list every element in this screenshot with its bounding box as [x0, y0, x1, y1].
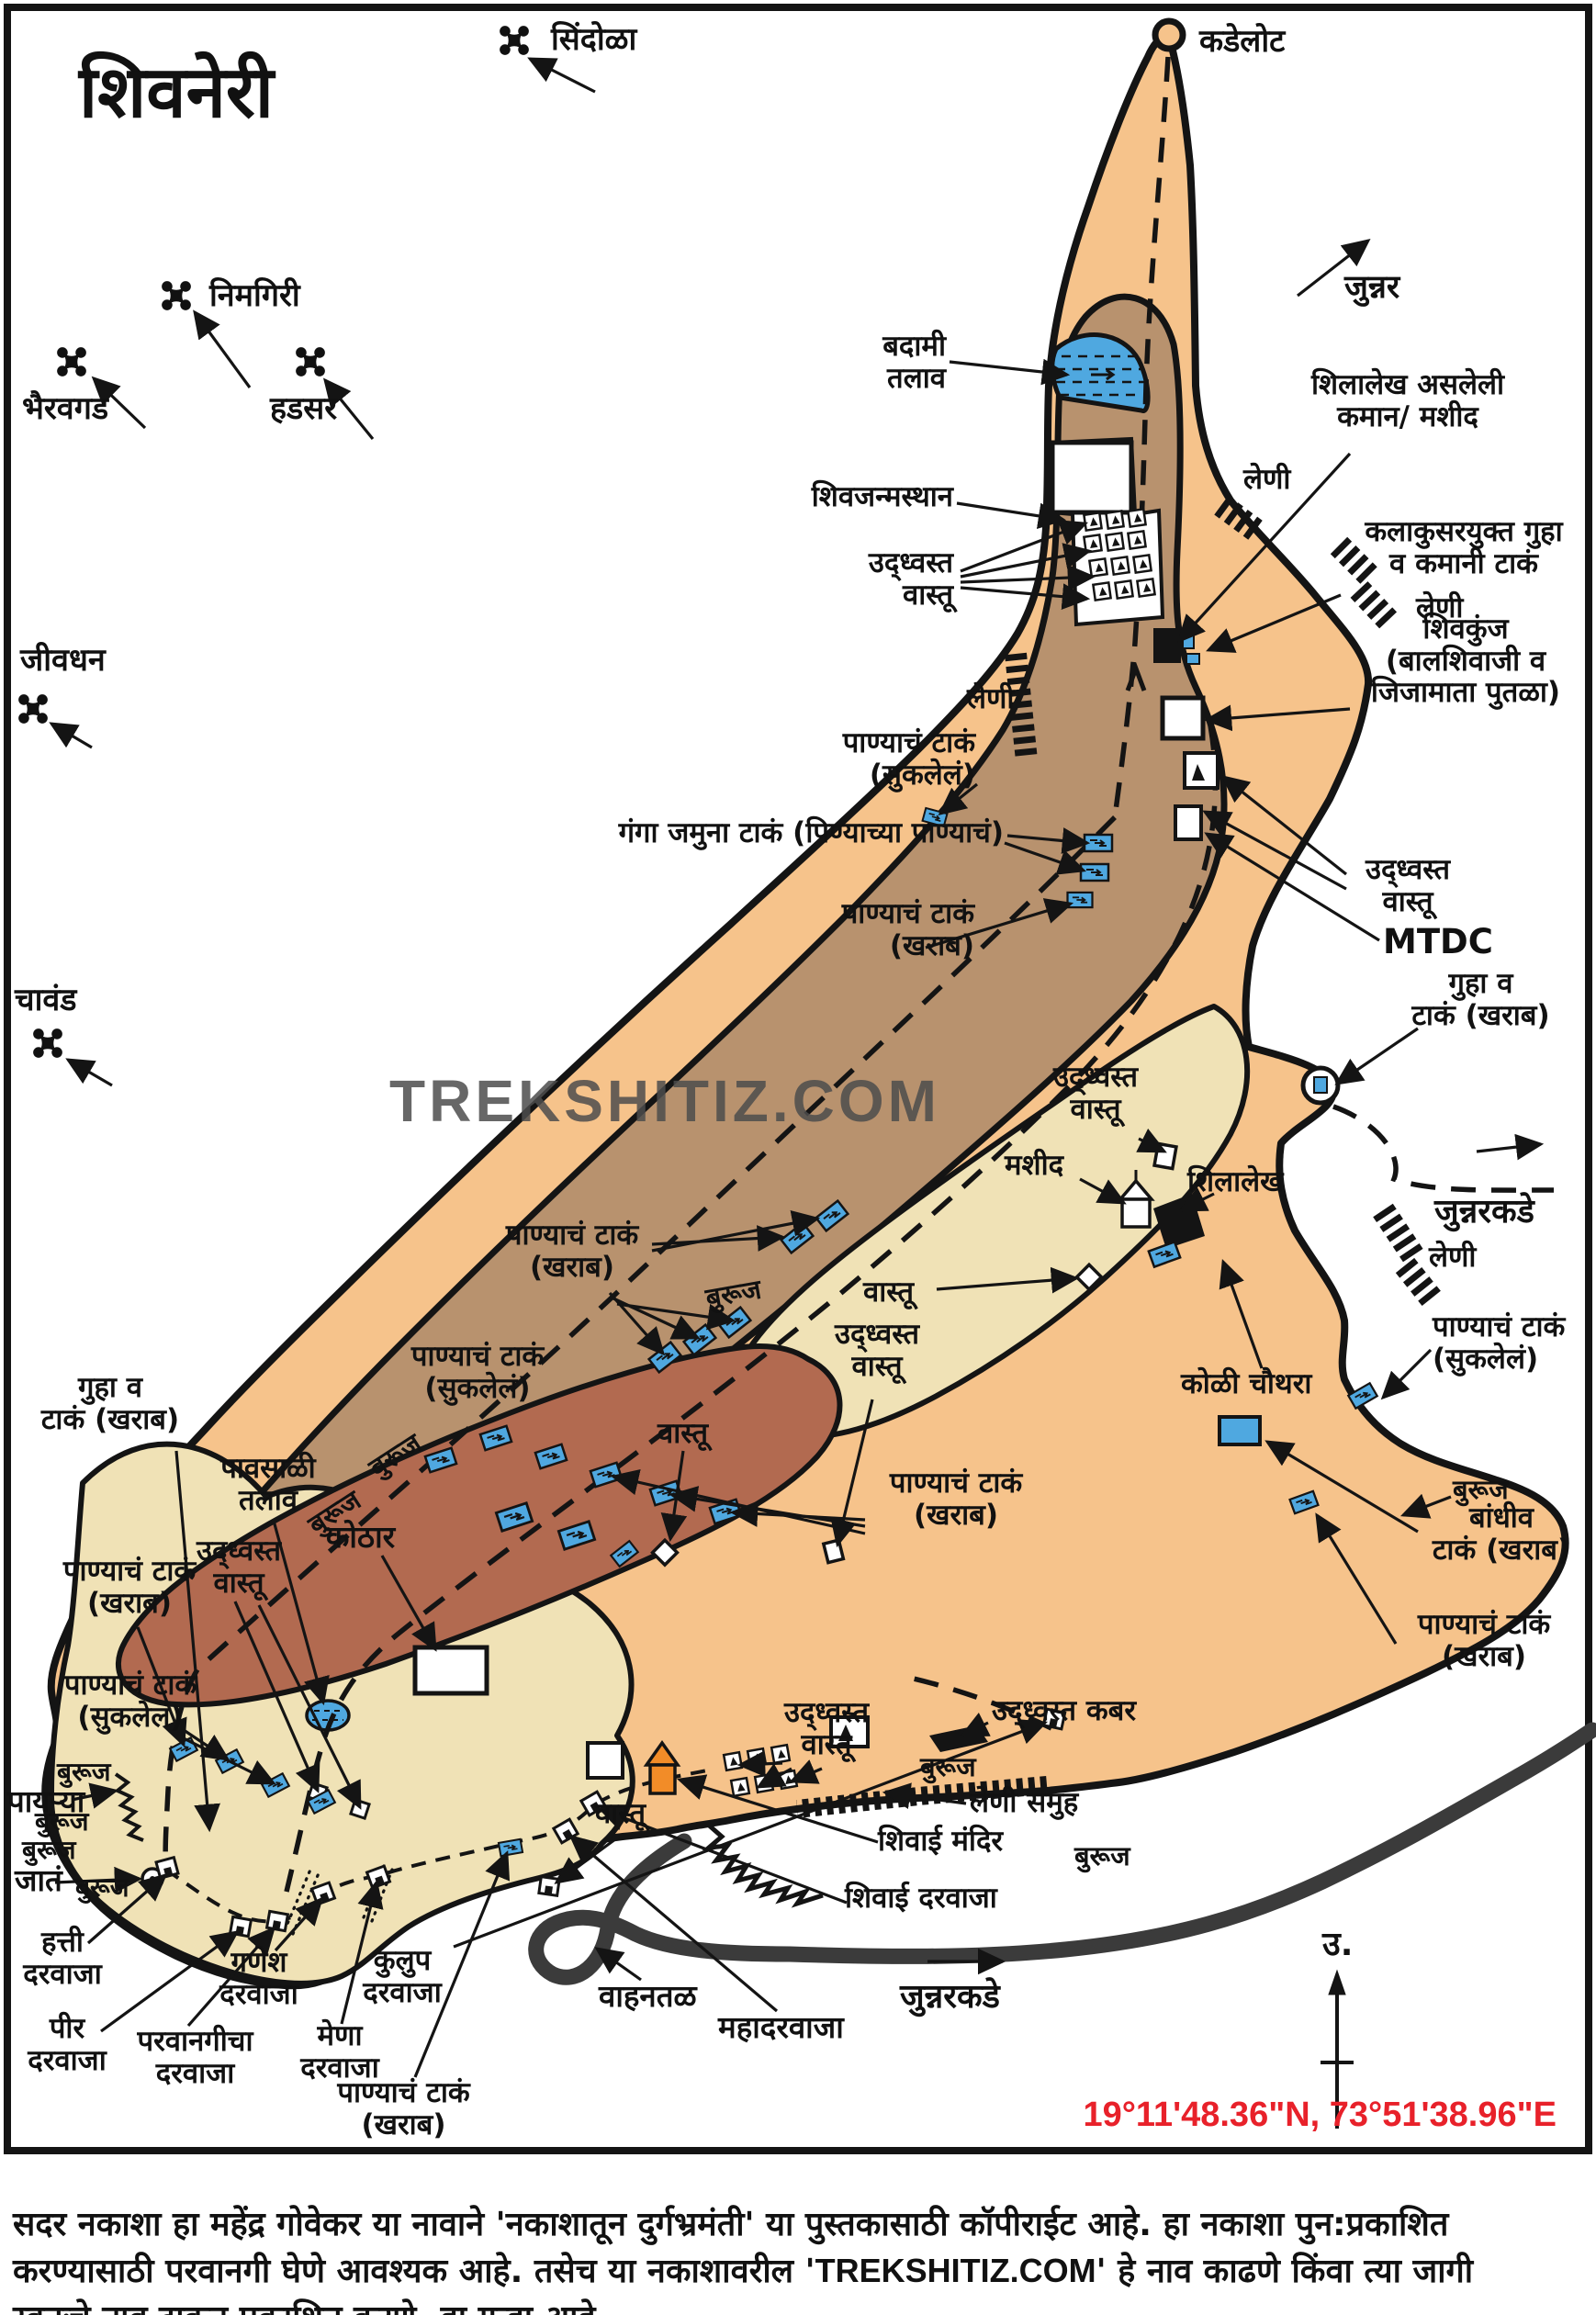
map-label: बुरूज — [920, 1751, 976, 1782]
map-label: शिवकुंज (बालशिवाजी व जिजामाता पुतळा) — [1370, 612, 1561, 710]
map-label: बुरूज — [22, 1835, 76, 1865]
map-label: भैरवगड — [22, 390, 109, 427]
map-label: पाण्याचं टाकं (सुकलेलं) — [1433, 1310, 1566, 1376]
map-label: कलाकुसरयुक्त गुहा व कमानी टाकं — [1365, 515, 1563, 580]
map-label: पाण्याचं टाकं (सुकलेलं) — [842, 726, 975, 792]
map-label: पाण्याचं टाकं (खराब) — [337, 2076, 470, 2141]
map-label: लेणी — [1429, 1241, 1477, 1274]
map-label: पाण्याचं टाकं (खराब) — [1417, 1608, 1551, 1673]
map-label: गुहा व टाकं (खराब) — [40, 1371, 180, 1436]
fort-icon — [30, 1026, 65, 1064]
map-label: जातं — [15, 1862, 62, 1898]
map-label: चावंड — [15, 982, 77, 1018]
map-label: कोळी चौथरा — [1181, 1367, 1312, 1400]
gps-coordinates: 19°11'48.36"N, 73°51'38.96"E — [1083, 2096, 1557, 2134]
map-label: कुलुप दरवाजा — [363, 1944, 442, 2009]
copyright-line-2: करण्यासाठी परवानगी घेणे आवश्यक आहे. तसेच… — [13, 2252, 1474, 2291]
map-label: उद्ध्वस्त वास्तू — [1365, 853, 1451, 918]
north-indicator — [1321, 1969, 1354, 2129]
cave-combs — [795, 495, 1444, 1818]
map-label: बुरूज — [75, 1872, 129, 1903]
watermark: TREKSHITIZ.COM — [389, 1068, 940, 1134]
map-label: उद्ध्वस्त वास्तू — [783, 1696, 870, 1761]
map-label: वास्तू — [863, 1275, 914, 1309]
map-label: हडसर — [270, 390, 338, 427]
copyright-line-3: स्वतःचे नाव टाकून प्रकाशित करणे, हा गुन्… — [13, 2296, 1585, 2315]
map-label: बुरूज — [1453, 1474, 1509, 1505]
map-label: कोठार — [326, 1519, 396, 1555]
map-label: पाण्याचं टाकं (खराब) — [62, 1555, 197, 1620]
fort-icon — [54, 344, 89, 383]
map-label: हत्ती दरवाजा — [23, 1926, 102, 1991]
map-label: शिवाई दरवाजा — [845, 1882, 997, 1915]
map-label: उद्ध्वस्त कबर — [992, 1694, 1137, 1727]
map-label: बदामी तलाव — [882, 330, 946, 395]
zigzag-steps — [114, 1772, 824, 1908]
map-label: उद्ध्वस्त वास्तू — [1052, 1061, 1139, 1126]
map-label: MTDC — [1383, 922, 1493, 961]
copyright-line-1: सदर नकाशा हा महेंद्र गोवेकर या नावाने 'न… — [13, 2206, 1449, 2243]
map-label: पाण्याचं टाकं (सुकलेलं) — [63, 1669, 197, 1734]
fort-icon — [159, 278, 194, 317]
fort-icon — [497, 23, 532, 62]
map-label: मशीद — [1005, 1149, 1064, 1182]
map-label: उद्ध्वस्त वास्तू — [834, 1318, 920, 1383]
map-label: उद्ध्वस्त वास्तू — [868, 546, 953, 612]
fort-icon — [16, 691, 51, 730]
road — [528, 1722, 1596, 1985]
map-label: पीर दरवाजा — [28, 2012, 107, 2077]
map-label: बुरूज — [35, 1806, 89, 1837]
map-label: गणेश दरवाजा — [219, 1946, 298, 2011]
map-label: निमगिरी — [209, 277, 300, 314]
map-label: जीवधन — [20, 642, 106, 679]
brand-name: TREKSHITIZ.COM — [815, 2252, 1096, 2290]
map-label: लेणी — [967, 682, 1015, 715]
map-label: जुन्नरकडे — [1434, 1193, 1534, 1231]
map-label: शिवजन्मस्थान — [811, 480, 953, 513]
map-label: पायऱ्या — [7, 1783, 85, 1819]
map-label: पावसाळी तलाव — [220, 1452, 316, 1517]
map-label: परवानगीचा दरवाजा — [137, 2025, 253, 2090]
map-label: पाण्याचं टाकं (खराब) — [505, 1219, 639, 1284]
map-label: पाण्याचं टाकं (खराब) — [841, 897, 974, 962]
page-title: शिवनेरी — [79, 51, 275, 134]
map-label: शिलालेख — [1187, 1165, 1284, 1198]
trail-direction-arrow — [1125, 661, 1147, 691]
map-label: गंगा जमुना टाकं (पिण्याच्या पाण्याचं) — [618, 816, 1004, 849]
map-label: वाहनतळ — [599, 1978, 697, 2014]
map-label: पाण्याचं टाकं (सुकलेलं) — [410, 1340, 545, 1405]
map-label: बुरूज — [57, 1757, 111, 1787]
map-label: गुहा व टाकं (खराब) — [1411, 967, 1550, 1032]
map-label: वास्तू — [595, 1797, 646, 1830]
copyright-note: सदर नकाशा हा महेंद्र गोवेकर या नावाने 'न… — [13, 2202, 1585, 2315]
map-label: उ. — [1322, 1926, 1354, 1963]
map-label: महादरवाजा — [718, 2009, 844, 2045]
map-label: मेणा दरवाजा — [300, 2019, 379, 2085]
map-label: सिंदोळा — [551, 21, 637, 58]
leader-lines — [49, 57, 1545, 2078]
map-label: पाण्याचं टाकं (खराब) — [889, 1467, 1023, 1532]
map-label: बुरूज — [1074, 1840, 1130, 1871]
map-label: उद्ध्वस्त वास्तू — [196, 1534, 282, 1600]
map-label: शिलालेख असलेली कमान/ मशीद — [1310, 368, 1505, 433]
map-label: लेणी — [1416, 591, 1464, 624]
map-label: लेणी — [1243, 463, 1291, 496]
map-label: बांधीव टाकं (खराब) — [1432, 1501, 1571, 1567]
map-label: वास्तू — [658, 1417, 708, 1450]
map-label: शिवाई मंदिर — [878, 1825, 1004, 1858]
map-label: जुन्नरकडे — [900, 1978, 1000, 2016]
map-label: कडेलोट — [1199, 23, 1286, 60]
kadelot-knob — [1152, 17, 1186, 52]
map-label: लेणी समुह — [970, 1786, 1079, 1819]
map-label: जुन्नर — [1344, 269, 1400, 306]
fort-icon — [293, 344, 328, 383]
